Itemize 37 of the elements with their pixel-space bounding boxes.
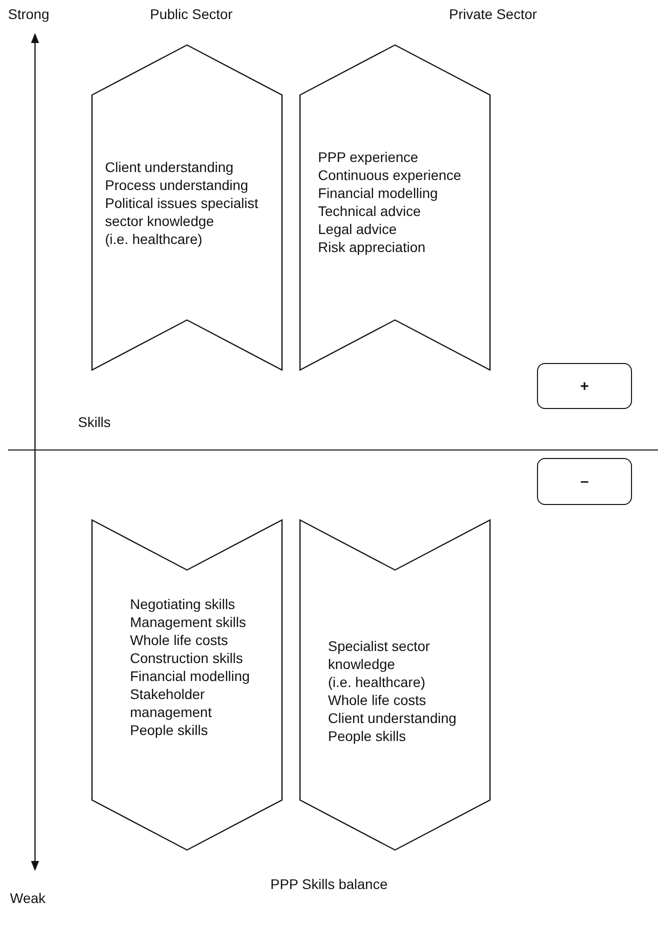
skill-item: Technical advice: [318, 202, 421, 220]
chevron-up-shape: [92, 45, 282, 370]
skill-item: knowledge: [328, 655, 395, 673]
skill-item: People skills: [328, 727, 406, 745]
skill-item: Client understanding: [328, 709, 456, 727]
skill-item: Client understanding: [105, 158, 234, 176]
row-label: Skills: [78, 414, 111, 430]
skill-item: Risk appreciation: [318, 238, 426, 256]
caption: PPP Skills balance: [270, 876, 388, 892]
skill-item: Financial modelling: [318, 184, 438, 202]
skill-item: People skills: [130, 721, 208, 739]
skill-item: Negotiating skills: [130, 595, 236, 613]
skill-item: Whole life costs: [328, 691, 426, 709]
column-heading: Public Sector: [150, 6, 232, 22]
sign-box: –: [537, 458, 632, 505]
skill-item: Financial modelling: [130, 667, 250, 685]
skill-item: Specialist sector: [328, 637, 430, 655]
skill-item: Legal advice: [318, 220, 397, 238]
skill-item: Construction skills: [130, 649, 243, 667]
skill-item: Management skills: [130, 613, 246, 631]
skill-item: Stakeholder: [130, 685, 205, 703]
axis-label: Strong: [8, 6, 50, 22]
skill-item: (i.e. healthcare): [105, 230, 202, 248]
skill-item: Process understanding: [105, 176, 248, 194]
chevron-up-shape: [300, 45, 490, 370]
skill-item: Whole life costs: [130, 631, 228, 649]
chevron-down-shape: [300, 520, 490, 850]
skill-item: management: [130, 703, 212, 721]
sign-box: +: [537, 363, 632, 409]
axis-label: Weak: [10, 890, 46, 906]
skill-item: Political issues specialist: [105, 194, 258, 212]
skill-item: Continuous experience: [318, 166, 462, 184]
column-heading: Private Sector: [449, 6, 537, 22]
skill-item: (i.e. healthcare): [328, 673, 426, 691]
skill-item: PPP experience: [318, 148, 418, 166]
skill-item: sector knowledge: [105, 212, 214, 230]
chevron-down-shape: [92, 520, 282, 850]
